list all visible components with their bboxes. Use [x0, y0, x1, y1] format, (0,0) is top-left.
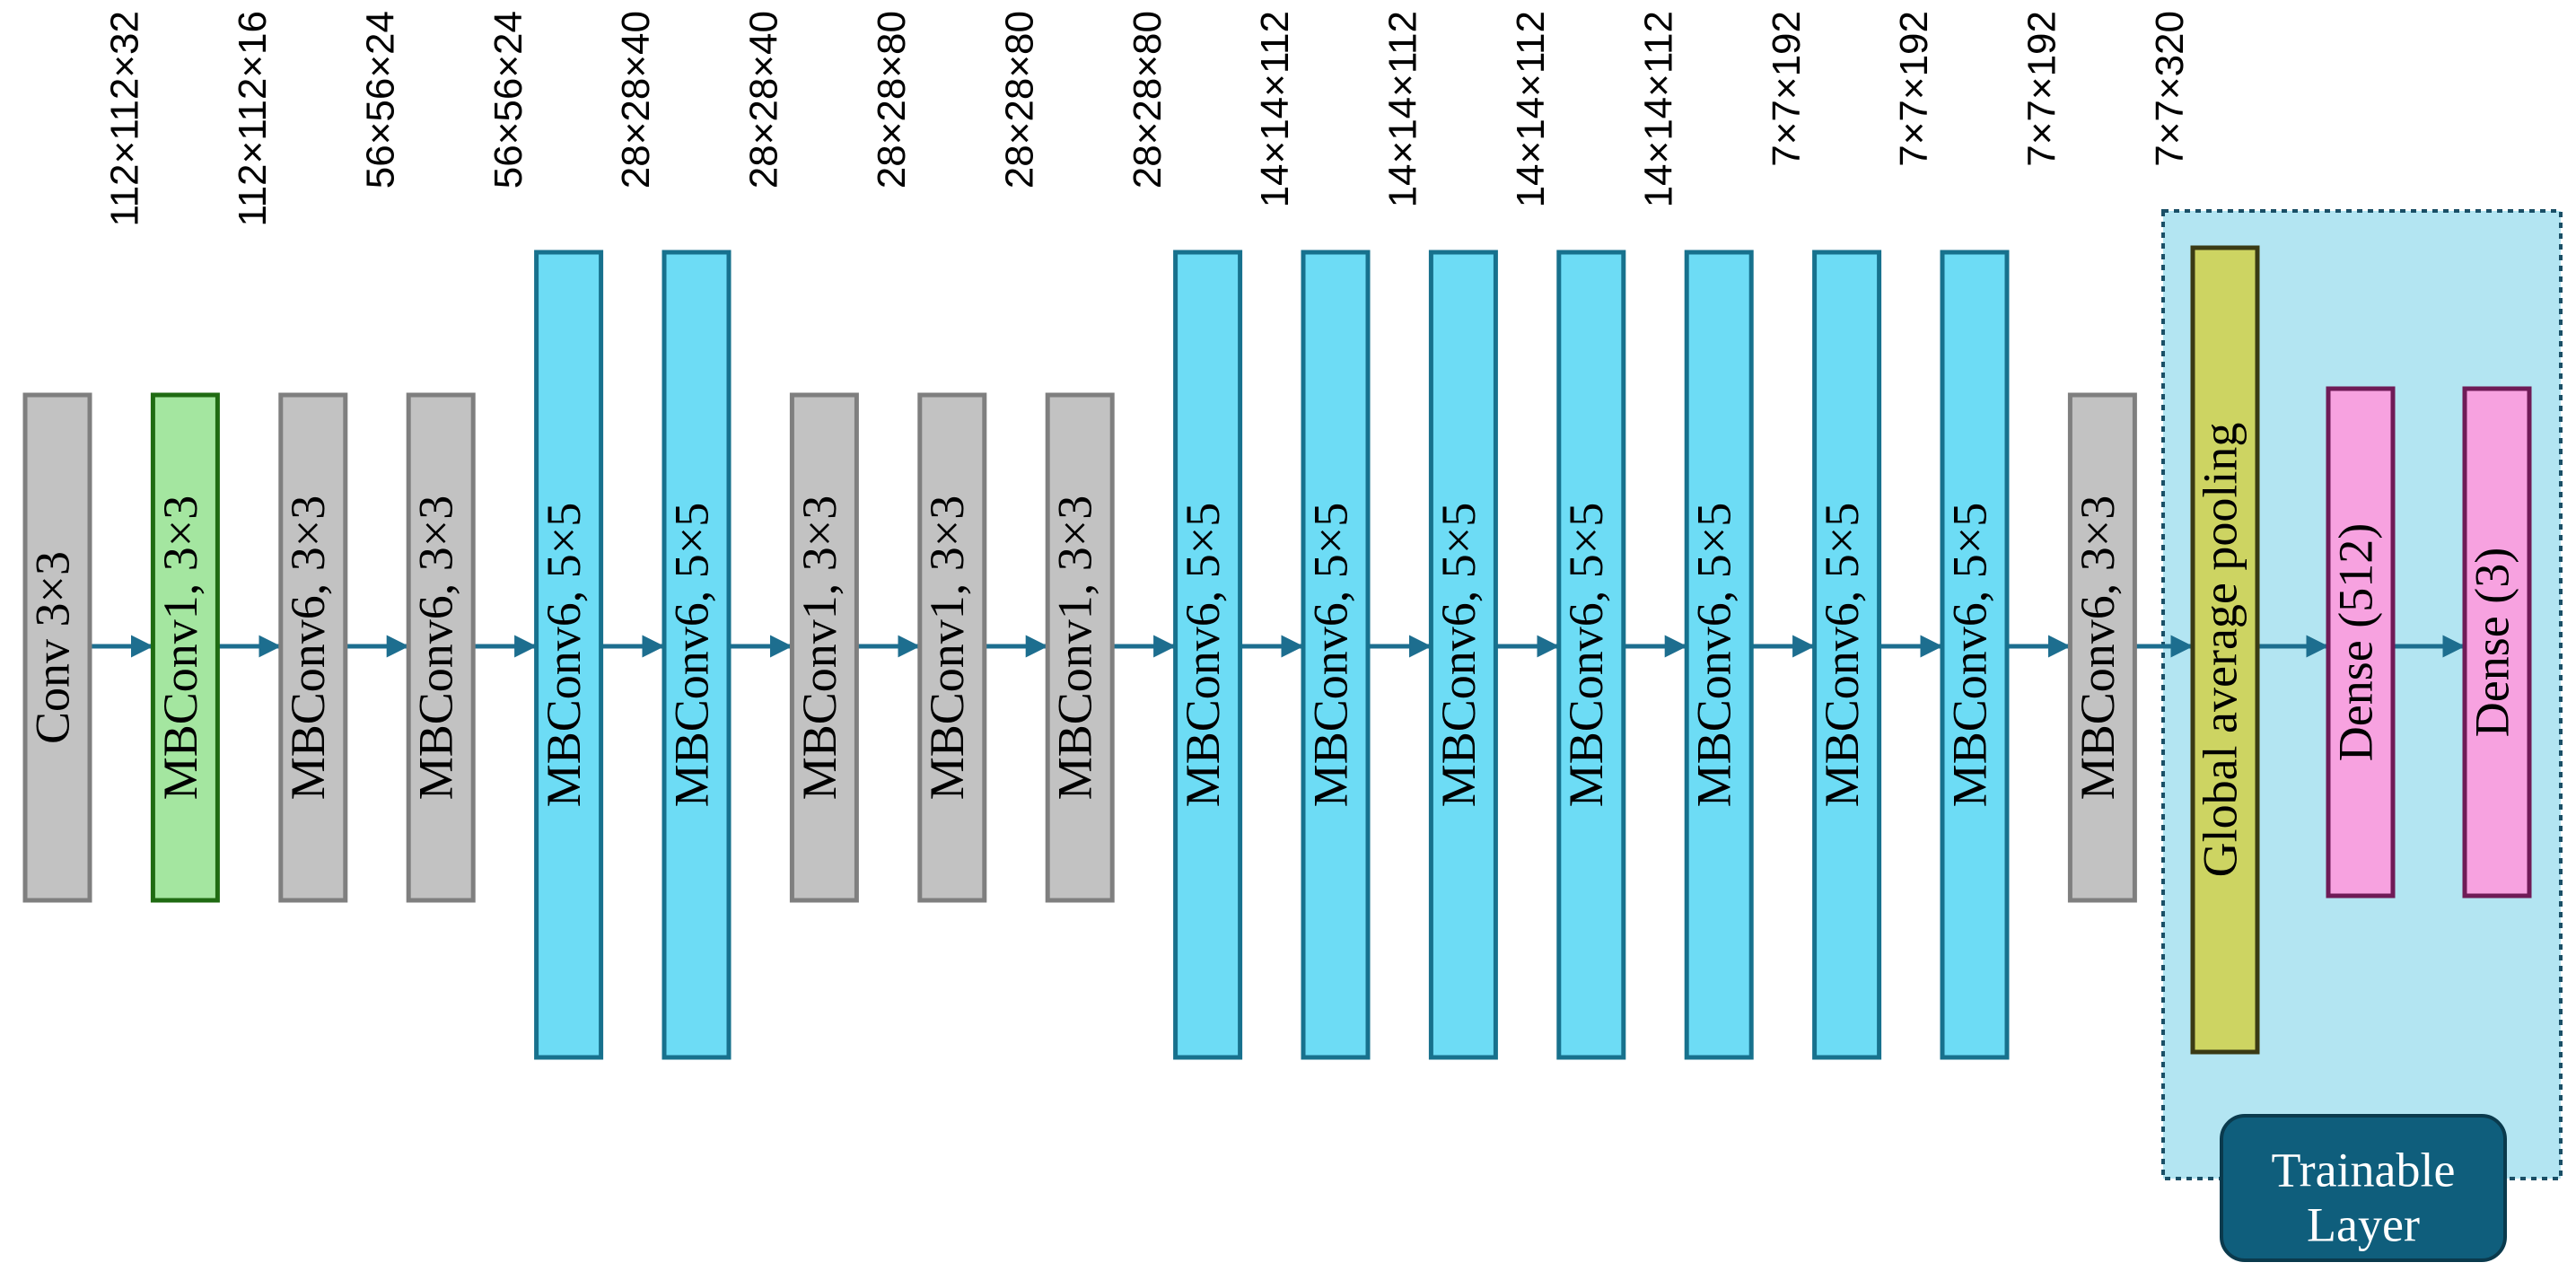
block-rect: [1173, 250, 1243, 1060]
block-label: MBConv1, 3×3: [1048, 495, 1102, 801]
dimension-labels: 112×112×32 112×112×16 56×56×24 56×56×24 28×2…: [103, 11, 2192, 227]
block-label: Dense (3): [2465, 548, 2519, 737]
block-rect: [278, 392, 348, 903]
block-label: MBConv1, 3×3: [920, 495, 974, 801]
main-block-8-mbconv1-3x3: MBConv1, 3×3: [1045, 392, 1115, 903]
block-rect: [662, 250, 732, 1060]
main-block-2-mbconv6-3x3: MBConv6, 3×3: [278, 392, 348, 903]
main-block-15-mbconv6-5x5: MBConv6, 5×5: [1940, 250, 2010, 1060]
block-rect: [1428, 250, 1498, 1060]
block-label: Conv 3×3: [25, 551, 79, 744]
main-block-4-mbconv6-5x5: MBConv6, 5×5: [534, 250, 604, 1060]
dimension-label-1: 112×112×16: [231, 11, 275, 227]
main-block-5-mbconv6-5x5: MBConv6, 5×5: [662, 250, 732, 1060]
block-rect: [2462, 386, 2532, 899]
dimension-label-3: 56×56×24: [486, 11, 530, 188]
main-block-0-conv-3x3: Conv 3×3: [22, 392, 92, 903]
trainable-block-1-dense-512: Dense (512): [2326, 386, 2396, 899]
dimension-label-16: 7×7×320: [2148, 11, 2192, 167]
block-label: MBConv1, 3×3: [153, 495, 207, 801]
dimension-label-14: 7×7×192: [1892, 11, 1936, 167]
dimension-label-15: 7×7×192: [2020, 11, 2064, 167]
block-label: MBConv6, 5×5: [1559, 503, 1613, 808]
block-label: MBConv6, 5×5: [1815, 503, 1869, 808]
main-block-9-mbconv6-5x5: MBConv6, 5×5: [1173, 250, 1243, 1060]
block-label: Dense (512): [2328, 523, 2382, 761]
block-label: Global average pooling: [2193, 423, 2247, 878]
main-block-10-mbconv6-5x5: MBConv6, 5×5: [1301, 250, 1371, 1060]
trainable-badge-line2: Layer: [2307, 1197, 2420, 1251]
block-label: MBConv6, 5×5: [537, 503, 591, 808]
dimension-label-6: 28×28×80: [870, 11, 914, 188]
block-label: MBConv6, 5×5: [664, 503, 718, 808]
block-label: MBConv6, 5×5: [1176, 503, 1230, 808]
block-label: MBConv6, 5×5: [1687, 503, 1741, 808]
dimension-label-10: 14×14×112: [1381, 11, 1425, 207]
dimension-label-2: 56×56×24: [358, 11, 402, 188]
block-rect: [1940, 250, 2010, 1060]
main-block-1-mbconv1-3x3: MBConv1, 3×3: [150, 392, 220, 903]
dimension-label-4: 28×28×40: [614, 11, 658, 188]
block-label: MBConv6, 3×3: [2071, 495, 2125, 801]
block-rect: [789, 392, 859, 903]
dimension-label-13: 7×7×192: [1765, 11, 1809, 167]
block-rect: [2067, 392, 2137, 903]
block-rect: [150, 392, 220, 903]
block-rect: [1556, 250, 1626, 1060]
block-label: MBConv6, 3×3: [281, 495, 335, 801]
main-block-13-mbconv6-5x5: MBConv6, 5×5: [1684, 250, 1754, 1060]
dimension-label-8: 28×28×80: [1126, 11, 1170, 188]
dimension-label-9: 14×14×112: [1253, 11, 1297, 207]
block-label: MBConv6, 5×5: [1432, 503, 1485, 808]
main-block-11-mbconv6-5x5: MBConv6, 5×5: [1428, 250, 1498, 1060]
main-block-3-mbconv6-3x3: MBConv6, 3×3: [406, 392, 476, 903]
block-rect: [1812, 250, 1882, 1060]
main-block-16-mbconv6-3x3: MBConv6, 3×3: [2067, 392, 2137, 903]
blocks-layer: Conv 3×3 MBConv1, 3×3 MBConv6, 3×3 MBConv6,…: [22, 245, 2532, 1060]
block-label: MBConv6, 3×3: [409, 495, 463, 801]
block-rect: [534, 250, 604, 1060]
trainable-layer-badge: Trainable Layer: [2220, 1114, 2507, 1262]
trainable-block-0-global-average-pooling: Global average pooling: [2190, 245, 2260, 1055]
block-rect: [1301, 250, 1371, 1060]
main-block-6-mbconv1-3x3: MBConv1, 3×3: [789, 392, 859, 903]
block-rect: [1045, 392, 1115, 903]
block-rect: [2190, 245, 2260, 1055]
trainable-badge-line1: Trainable: [2272, 1143, 2456, 1197]
block-rect: [406, 392, 476, 903]
dimension-label-7: 28×28×80: [997, 11, 1041, 188]
block-label: MBConv6, 5×5: [1303, 503, 1357, 808]
block-rect: [2326, 386, 2396, 899]
trainable-block-2-dense-3: Dense (3): [2462, 386, 2532, 899]
block-rect: [917, 392, 987, 903]
block-rect: [1684, 250, 1754, 1060]
main-block-14-mbconv6-5x5: MBConv6, 5×5: [1812, 250, 1882, 1060]
block-rect: [22, 392, 92, 903]
dimension-label-0: 112×112×32: [103, 11, 147, 227]
dimension-label-5: 28×28×40: [742, 11, 786, 188]
main-block-7-mbconv1-3x3: MBConv1, 3×3: [917, 392, 987, 903]
dimension-label-12: 14×14×112: [1636, 11, 1680, 207]
trainable-badge-box: [2220, 1114, 2507, 1262]
dimension-label-11: 14×14×112: [1509, 11, 1553, 207]
block-label: MBConv1, 3×3: [793, 495, 846, 801]
block-label: MBConv6, 5×5: [1942, 503, 1996, 808]
main-block-12-mbconv6-5x5: MBConv6, 5×5: [1556, 250, 1626, 1060]
